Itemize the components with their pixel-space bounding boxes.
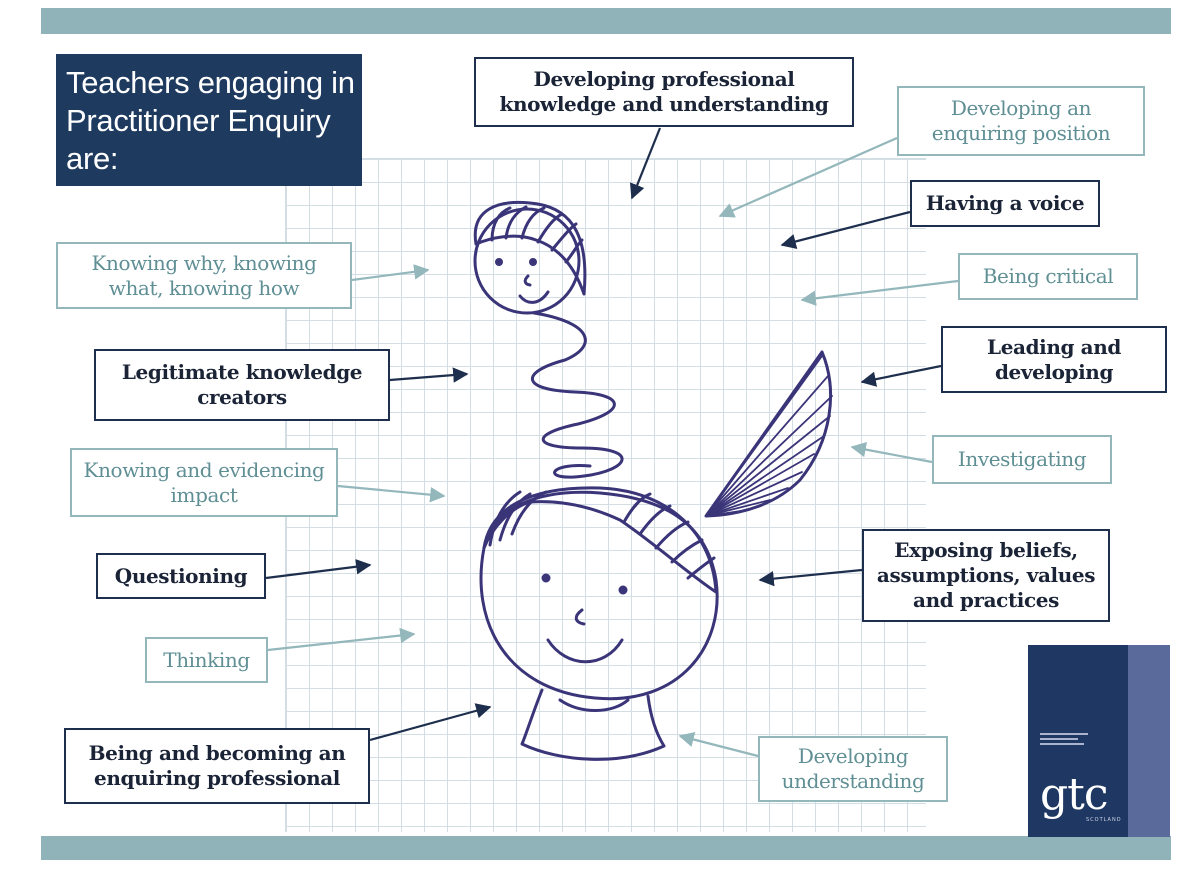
arrow-having-a-voice [780, 210, 911, 249]
arrow-developing-understanding [678, 731, 759, 758]
logo-text: gtc [1040, 769, 1108, 820]
neck [520, 688, 666, 761]
logo-subtext: SCOTLAND [1086, 817, 1122, 823]
arrow-being-critical [800, 279, 959, 306]
arrow-enquiring-position [718, 136, 898, 218]
small-head [473, 207, 581, 315]
diagram-title: Teachers engaging in Practitioner Enquir… [56, 54, 362, 186]
arrow-investigating [850, 441, 933, 464]
label-exposing-beliefs: Exposing beliefs, assumptions, values an… [862, 529, 1110, 622]
arrow-thinking [267, 627, 416, 652]
label-developing-enquiring-position: Developing an enquiring position [897, 86, 1145, 156]
label-developing-professional-knowledge: Developing professional knowledge and un… [474, 57, 854, 127]
gtc-scotland-logo: gtc SCOTLAND [1028, 645, 1170, 837]
label-having-a-voice: Having a voice [910, 180, 1100, 227]
label-legitimate-knowledge-creators: Legitimate knowledge creators [94, 349, 390, 421]
label-being-and-becoming: Being and becoming an enquiring professi… [64, 728, 370, 804]
arrow-leading [860, 364, 942, 387]
small-head-hair [473, 200, 587, 296]
logo-stripe [1128, 645, 1170, 837]
label-thinking: Thinking [145, 637, 268, 683]
label-being-critical: Being critical [958, 253, 1138, 300]
label-knowing-and-evidencing-impact: Knowing and evidencing impact [70, 448, 338, 517]
label-leading-and-developing: Leading and developing [941, 326, 1167, 393]
label-investigating: Investigating [932, 435, 1112, 484]
arrow-knowing-why [351, 264, 430, 282]
arrow-legitimate [389, 367, 469, 383]
spring [530, 311, 624, 479]
bottom-band [41, 836, 1171, 860]
label-developing-understanding: Developing understanding [758, 736, 948, 802]
arrow-evidencing-impact [337, 484, 446, 503]
graph-paper-grid [285, 158, 926, 832]
arrow-exposing-beliefs [758, 568, 863, 587]
top-band [41, 8, 1171, 34]
arrow-professional-knowledge [629, 127, 662, 200]
logo-fine-print [1040, 733, 1088, 745]
label-questioning: Questioning [96, 553, 266, 599]
label-knowing-why: Knowing why, knowing what, knowing how [56, 242, 352, 309]
arrow-questioning [265, 559, 372, 580]
big-head [479, 490, 719, 701]
arrow-being-becoming [369, 703, 492, 742]
